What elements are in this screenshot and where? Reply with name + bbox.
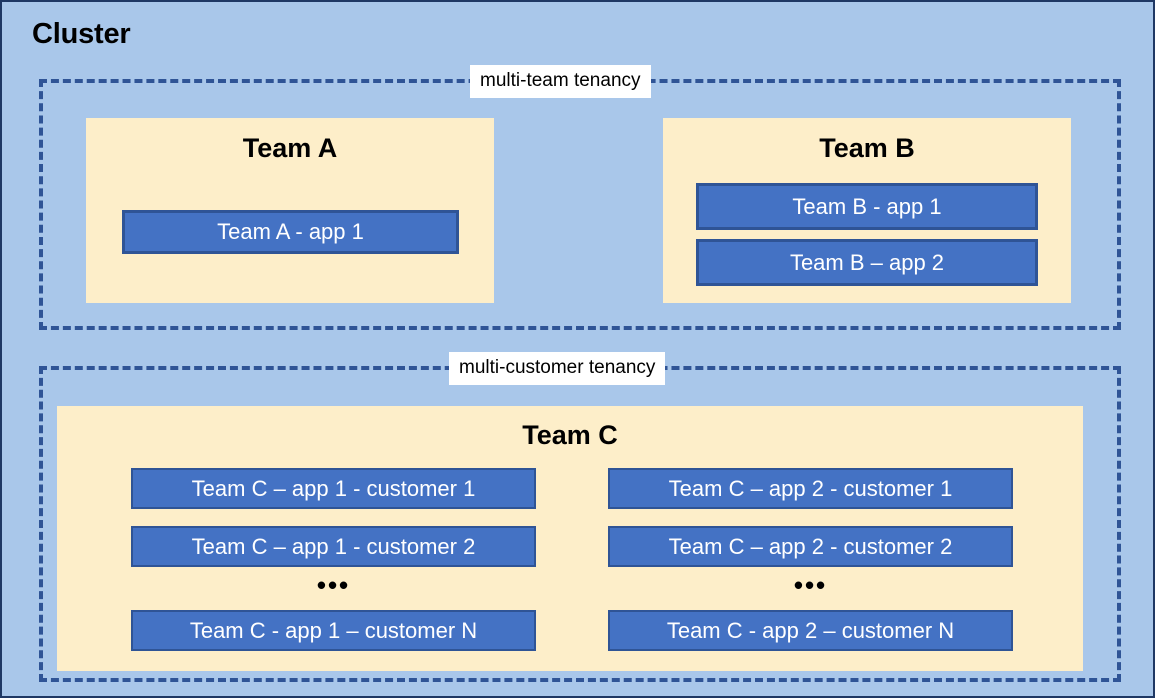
app-box-team-c-app-1-customer-1[interactable]: Team C – app 1 - customer 1: [131, 468, 536, 509]
app-box-team-c-app-2-customer-2[interactable]: Team C – app 2 - customer 2: [608, 526, 1013, 567]
app-box-team-c-app-2-customer-n[interactable]: Team C - app 2 – customer N: [608, 610, 1013, 651]
team-c-app-2-ellipsis: •••: [793, 570, 828, 600]
team-b-title: Team B: [819, 133, 915, 163]
team-c-app-1-ellipsis: •••: [316, 570, 351, 600]
team-container-team-b: Team B Team B - app 1 Team B – app 2: [663, 118, 1071, 303]
tenancy-zone-multi-team-label: multi-team tenancy: [470, 65, 651, 98]
team-container-team-a: Team A Team A - app 1: [86, 118, 494, 303]
page-title: Cluster: [32, 18, 131, 50]
app-box-team-a-app-1[interactable]: Team A - app 1: [122, 210, 459, 254]
app-box-team-b-app-1[interactable]: Team B - app 1: [696, 183, 1038, 230]
app-box-team-c-app-1-customer-2[interactable]: Team C – app 1 - customer 2: [131, 526, 536, 567]
tenancy-zone-multi-customer-label: multi-customer tenancy: [449, 352, 666, 385]
app-box-team-b-app-2[interactable]: Team B – app 2: [696, 239, 1038, 286]
team-a-title: Team A: [242, 133, 338, 163]
app-box-team-c-app-1-customer-n[interactable]: Team C - app 1 – customer N: [131, 610, 536, 651]
team-container-team-c: Team C Team C – app 1 - customer 1 Team …: [57, 406, 1083, 671]
team-c-app-1-column: Team C – app 1 - customer 1 Team C – app…: [131, 468, 536, 663]
team-c-app-2-column: Team C – app 2 - customer 1 Team C – app…: [608, 468, 1013, 663]
app-box-team-c-app-2-customer-1[interactable]: Team C – app 2 - customer 1: [608, 468, 1013, 509]
team-c-title: Team C: [522, 420, 618, 450]
